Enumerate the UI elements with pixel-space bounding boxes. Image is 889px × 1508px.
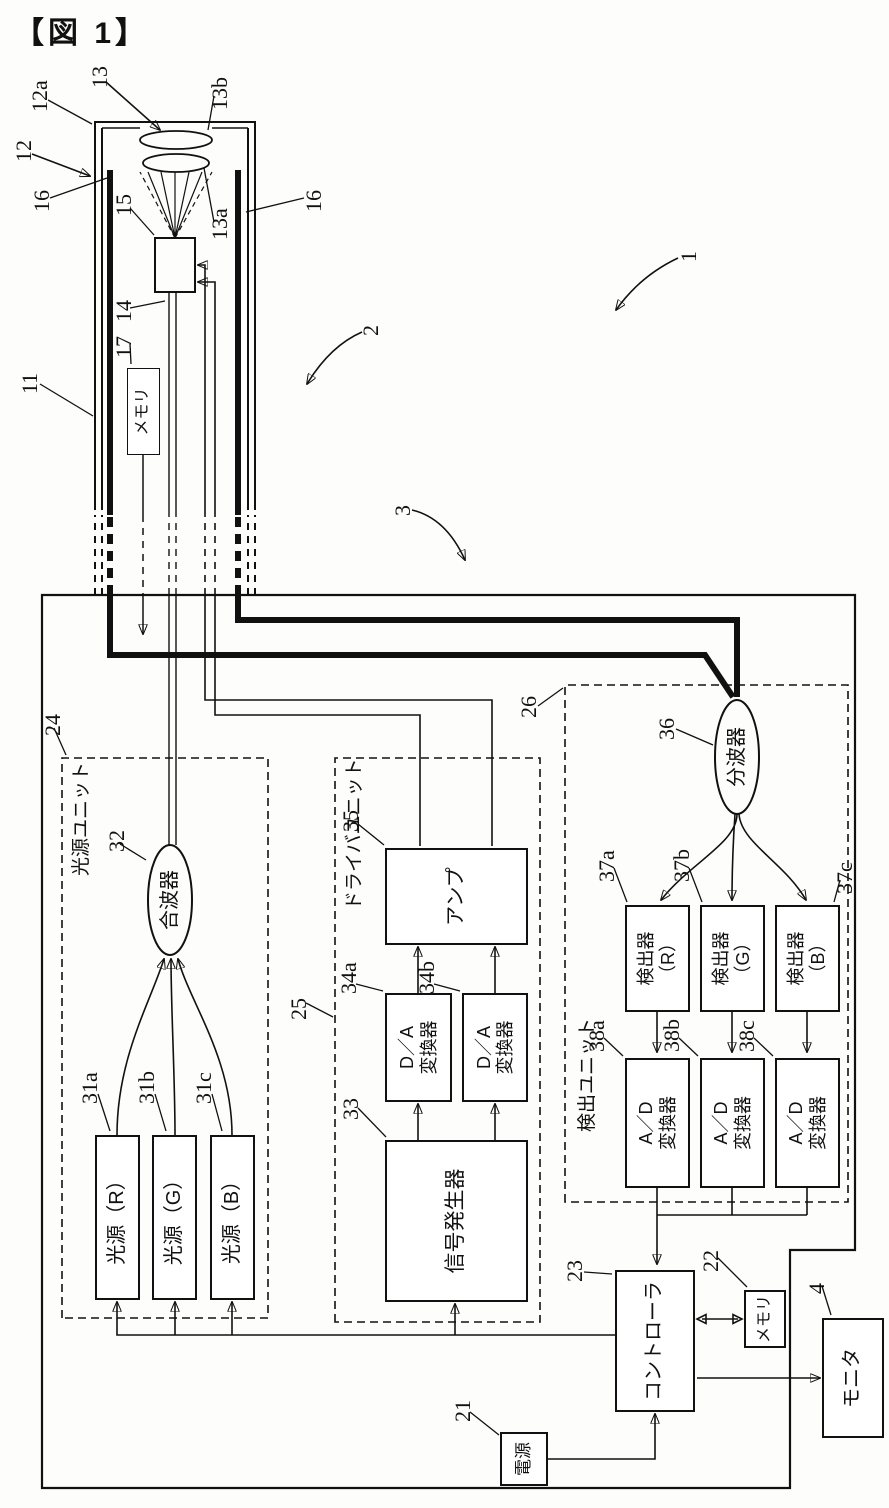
ref-34b: 34b — [414, 961, 439, 994]
ref-32: 32 — [104, 830, 129, 852]
signal-generator-box: 信号発生器 — [385, 1140, 528, 1302]
ref-13b: 13b — [207, 77, 232, 110]
ref-16-top: 16 — [29, 190, 54, 212]
reference-leaders — [39, 95, 841, 1436]
light-source-unit-title: 光源ユニット — [71, 761, 92, 876]
ref-15: 15 — [111, 194, 136, 216]
ref-26: 26 — [516, 696, 541, 718]
ref-14: 14 — [111, 300, 136, 322]
ref-23: 23 — [562, 1260, 587, 1282]
light-source-g-label: 光源（G） — [162, 1169, 185, 1266]
dac-b-box: D／A 変換器 — [462, 993, 528, 1102]
ref-2: 2 — [358, 325, 383, 336]
controller-bus — [117, 1302, 615, 1336]
scope-memory-box: メモリ — [127, 368, 160, 455]
arrow-leaders — [31, 81, 679, 560]
scanner-box — [154, 237, 196, 293]
ref-31b: 31b — [134, 1071, 159, 1104]
unit-memory-box: メモリ — [744, 1290, 786, 1348]
ref-31c: 31c — [191, 1072, 216, 1104]
lens-assembly — [139, 130, 213, 173]
ref-22: 22 — [698, 1250, 723, 1272]
detector-to-adc-arrows — [657, 1012, 807, 1052]
controller-box: コントローラ — [615, 1270, 695, 1412]
ref-38c: 38c — [734, 1020, 759, 1052]
light-source-g-box: 光源（G） — [152, 1135, 197, 1300]
detector-b-box: 検出器 （B） — [775, 905, 840, 1012]
light-source-r-label: 光源（R） — [105, 1170, 128, 1265]
unit-outline — [40, 593, 857, 1490]
monitor-box: モニタ — [822, 1318, 884, 1438]
ref-16-bottom: 16 — [301, 190, 326, 212]
adc-a-box: A／D 変換器 — [625, 1058, 690, 1188]
ref-35: 35 — [338, 810, 363, 832]
splitter-label: 分波器 — [726, 727, 748, 787]
light-source-b-box: 光源（B） — [210, 1135, 255, 1300]
ref-3: 3 — [390, 505, 415, 516]
monitor-label: モニタ — [841, 1348, 864, 1408]
driver-unit-title: ドライバユニット — [344, 758, 365, 910]
ref-34a: 34a — [336, 962, 361, 994]
combiner-label: 合波器 — [159, 870, 181, 930]
light-source-b-label: 光源（B） — [220, 1170, 243, 1265]
ref-37b: 37b — [669, 849, 694, 882]
power-wire — [548, 1414, 655, 1460]
splitter-to-detector-lines — [661, 813, 806, 900]
source-to-combiner-lines — [116, 959, 233, 1136]
controller-label: コントローラ — [643, 1281, 666, 1401]
controller-memory-link — [695, 1313, 744, 1325]
ref-25: 25 — [286, 998, 311, 1020]
collection-fibers — [107, 170, 740, 699]
ref-37a: 37a — [594, 850, 619, 882]
ref-1: 1 — [676, 251, 701, 262]
signal-generator-label: 信号発生器 — [444, 1168, 468, 1274]
ref-12a: 12a — [27, 80, 52, 112]
adc-b-box: A／D 変換器 — [700, 1058, 765, 1188]
light-source-r-box: 光源（R） — [95, 1135, 140, 1300]
amp-box: アンプ — [385, 848, 528, 945]
scope-tube — [94, 121, 256, 595]
amp-label: アンプ — [444, 867, 467, 926]
dashed-unit-boxes — [61, 684, 849, 1323]
figure-caption: 【図 1】 — [14, 17, 150, 50]
detector-r-box: 検出器 （R） — [625, 905, 690, 1012]
ref-17: 17 — [111, 336, 136, 358]
adc-c-box: A／D 変換器 — [775, 1058, 840, 1188]
illumination-fiber — [168, 292, 177, 845]
driver-chain-arrows — [418, 947, 495, 1140]
ref-38b: 38b — [659, 1019, 684, 1052]
adc-bus — [657, 1188, 808, 1264]
ref-37c: 37c — [832, 862, 857, 894]
detector-g-box: 検出器 （G） — [700, 905, 765, 1012]
power-box: 電源 — [500, 1432, 548, 1486]
combiner-ellipse — [147, 844, 193, 956]
ref-21: 21 — [450, 1400, 475, 1422]
ref-12: 12 — [11, 140, 36, 162]
ref-13a: 13a — [207, 208, 232, 240]
ref-38a: 38a — [584, 1020, 609, 1052]
power-label: 電源 — [513, 1442, 533, 1476]
ref-24: 24 — [40, 714, 65, 736]
ref-13: 13 — [87, 66, 112, 88]
ref-31a: 31a — [77, 1072, 102, 1104]
ref-33: 33 — [338, 1098, 363, 1120]
light-rays — [139, 171, 213, 239]
ref-36: 36 — [654, 718, 679, 740]
dac-a-box: D／A 変換器 — [385, 993, 452, 1102]
scanner-drive-wires — [198, 265, 493, 846]
ref-4: 4 — [804, 1283, 829, 1294]
ref-11: 11 — [17, 372, 42, 394]
